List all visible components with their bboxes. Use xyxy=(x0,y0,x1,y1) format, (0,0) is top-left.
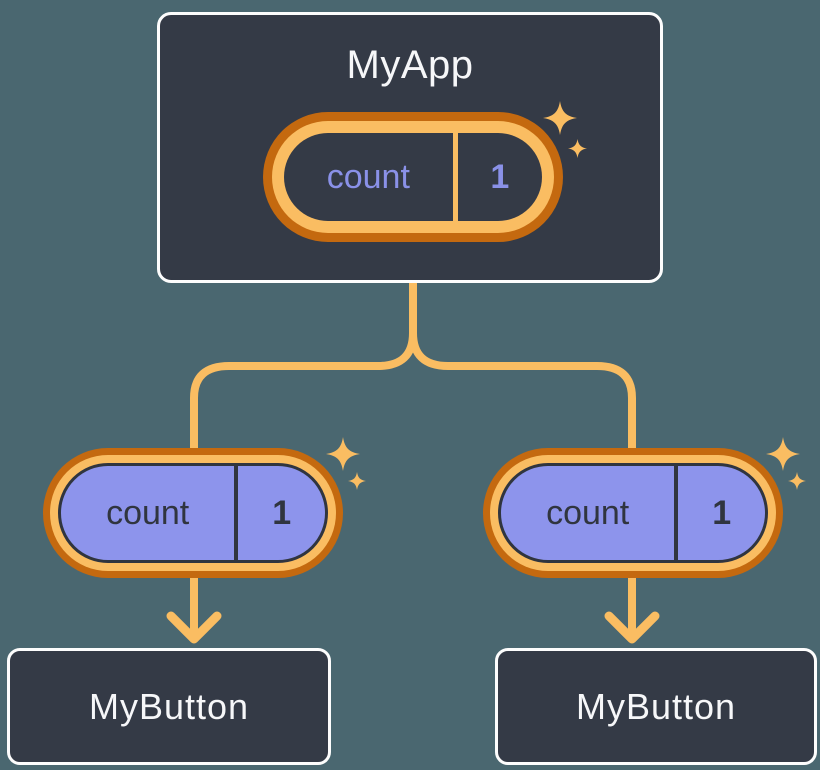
pill-divider xyxy=(674,466,679,560)
state-pill-body: count 1 xyxy=(284,133,542,221)
state-pill-ring: count 1 xyxy=(272,121,554,233)
pill-divider xyxy=(234,466,239,560)
sparkle-small-icon xyxy=(348,472,366,490)
component-title: MyApp xyxy=(346,43,474,87)
pill-divider xyxy=(452,133,458,221)
state-value-label: 1 xyxy=(490,157,510,196)
component-title: MyButton xyxy=(575,685,737,727)
prop-pill-body: count 1 xyxy=(58,463,328,563)
connector-right-branch xyxy=(409,278,636,641)
prop-pill-left: count 1 xyxy=(43,448,343,578)
sparkle-small-icon xyxy=(568,139,587,158)
prop-value-label: 1 xyxy=(272,493,292,532)
prop-name-label: count xyxy=(106,493,190,532)
sparkle-small-icon xyxy=(788,472,806,490)
sparkle-large-icon xyxy=(326,437,360,471)
component-title: MyButton xyxy=(88,685,250,727)
arrow-down-icon xyxy=(604,611,660,644)
prop-pill-ring: count 1 xyxy=(50,455,336,571)
prop-pill-body: count 1 xyxy=(498,463,768,563)
sparkle-large-icon xyxy=(543,101,577,135)
component-card-mybutton-left: MyButton xyxy=(7,648,331,765)
prop-value-label: 1 xyxy=(712,493,732,532)
component-card-mybutton-right: MyButton xyxy=(495,648,817,765)
state-pill: count 1 xyxy=(263,112,563,242)
sparkle-large-icon xyxy=(766,437,800,471)
prop-pill-right: count 1 xyxy=(483,448,783,578)
prop-name-label: count xyxy=(546,493,630,532)
prop-pill-ring: count 1 xyxy=(490,455,776,571)
state-name-label: count xyxy=(326,157,410,196)
arrow-down-icon xyxy=(166,611,222,644)
